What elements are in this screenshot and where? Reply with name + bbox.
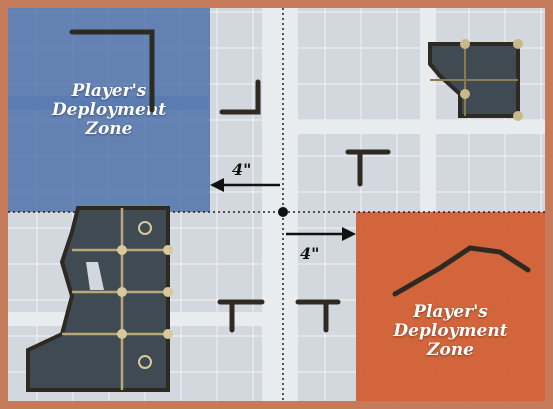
center-point-icon [278, 207, 288, 217]
measure-label-right: 4" [300, 244, 319, 263]
arrow-right-icon [286, 227, 356, 241]
ruin-wall-icon [72, 32, 152, 110]
ruin-wall-icon [220, 302, 338, 330]
ruin-wall-icon [222, 82, 258, 112]
arrow-left-icon [210, 178, 280, 192]
measure-label-left: 4" [232, 160, 251, 179]
ruin-floor-icon [430, 39, 523, 121]
ruin-floor-icon [28, 208, 173, 390]
ruin-wall-icon [395, 248, 528, 294]
ruin-wall-icon [348, 152, 388, 184]
